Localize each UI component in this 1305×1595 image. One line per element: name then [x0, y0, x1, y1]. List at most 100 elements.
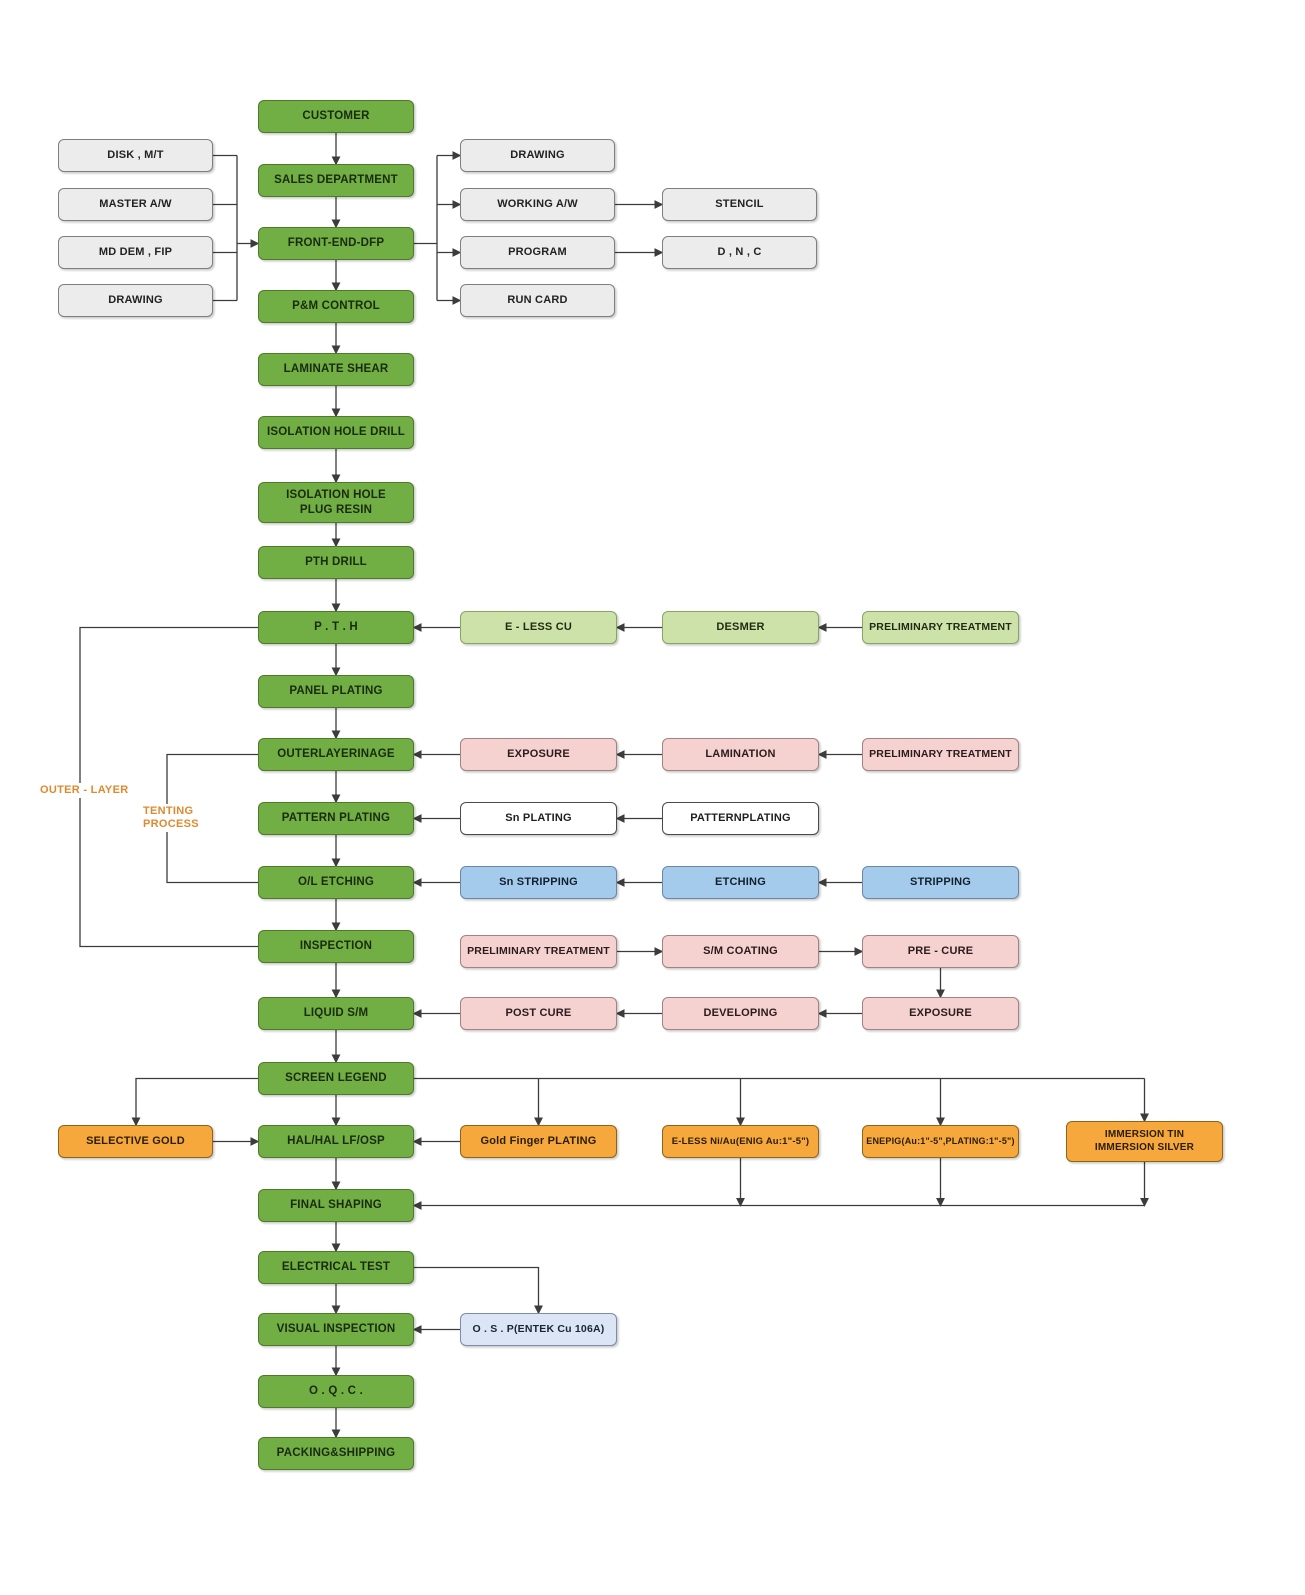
- node-sales: SALES DEPARTMENT: [258, 164, 414, 197]
- node-program: PROGRAM: [460, 236, 615, 269]
- node-label: ENEPIG(Au:1"-5",PLATING:1"-5"): [866, 1135, 1015, 1146]
- node-working-aw: WORKING A/W: [460, 188, 615, 221]
- node-label: ELECTRICAL TEST: [281, 1261, 391, 1274]
- node-label: O . S . P(ENTEK Cu 106A): [472, 1322, 605, 1335]
- node-label: S/M COATING: [703, 944, 778, 957]
- edge-54: [131, 1077, 258, 1127]
- node-stencil: STENCIL: [662, 188, 817, 221]
- node-label: D , N , C: [717, 245, 762, 258]
- node-label: LAMINATE SHEAR: [283, 363, 389, 376]
- annotation-line: PROCESS: [143, 818, 199, 831]
- annotation-line: OUTER - LAYER: [40, 784, 129, 796]
- node-liquid-sm: LIQUID S/M: [258, 997, 414, 1030]
- node-patternplating: PATTERNPLATING: [662, 802, 819, 835]
- node-run-card: RUN CARD: [460, 284, 615, 317]
- node-outerlayer: OUTERLAYERINAGE: [258, 738, 414, 771]
- node-selective-gold: SELECTIVE GOLD: [58, 1125, 213, 1158]
- node-sn-stripping: Sn STRIPPING: [460, 866, 617, 899]
- node-label: VISUAL INSPECTION: [276, 1323, 396, 1336]
- node-panel-plating: PANEL PLATING: [258, 675, 414, 708]
- node-label: HAL/HAL LF/OSP: [287, 1135, 385, 1148]
- node-developing: DEVELOPING: [662, 997, 819, 1030]
- node-pm-control: P&M CONTROL: [258, 290, 414, 323]
- node-label: STENCIL: [715, 197, 764, 210]
- node-label: IMMERSION TIN: [1104, 1129, 1185, 1140]
- annotation-line: TENTING: [143, 805, 194, 817]
- node-label: Sn STRIPPING: [499, 875, 578, 888]
- node-prelim-2: PRELIMINARY TREATMENT: [862, 738, 1019, 771]
- node-label: PACKING&SHIPPING: [276, 1447, 396, 1460]
- node-label: DESMER: [716, 620, 765, 633]
- node-e-less-cu: E - LESS CU: [460, 611, 617, 644]
- node-master-aw: MASTER A/W: [58, 188, 213, 221]
- node-label: ETCHING: [715, 875, 766, 888]
- node-iso-drill: ISOLATION HOLE DRILL: [258, 416, 414, 449]
- node-drawing-left: DRAWING: [58, 284, 213, 317]
- node-label: PRELIMINARY TREATMENT: [869, 747, 1012, 760]
- node-dnc: D , N , C: [662, 236, 817, 269]
- node-label: O . Q . C .: [309, 1385, 363, 1398]
- node-label: OUTERLAYERINAGE: [277, 748, 395, 761]
- node-electrical: ELECTRICAL TEST: [258, 1251, 414, 1284]
- node-sn-plating: Sn PLATING: [460, 802, 617, 835]
- edge-66: [414, 1266, 544, 1315]
- node-exposure-2: EXPOSURE: [862, 997, 1019, 1030]
- node-inspection: INSPECTION: [258, 930, 414, 963]
- node-label: WORKING A/W: [497, 197, 578, 210]
- node-label: FRONT-END-DFP: [287, 237, 385, 250]
- node-pth: P . T . H: [258, 611, 414, 644]
- node-stripping: STRIPPING: [862, 866, 1019, 899]
- node-label: POST CURE: [505, 1006, 572, 1019]
- node-label: PLUG RESIN: [299, 503, 373, 516]
- node-label: E - LESS CU: [505, 620, 572, 633]
- node-e-less-ni-au: E-LESS Ni/Au(ENIG Au:1"-5"): [662, 1125, 819, 1158]
- node-gold-finger: Gold Finger PLATING: [460, 1125, 617, 1158]
- node-label: PATTERN PLATING: [281, 812, 391, 825]
- node-label: CUSTOMER: [302, 110, 370, 123]
- node-label: EXPOSURE: [909, 1006, 972, 1019]
- node-label: PRELIMINARY TREATMENT: [869, 620, 1012, 633]
- node-drawing-right: DRAWING: [460, 139, 615, 172]
- node-sm-coating: S/M COATING: [662, 935, 819, 968]
- node-desmer: DESMER: [662, 611, 819, 644]
- node-label: EXPOSURE: [507, 747, 570, 760]
- node-label: MASTER A/W: [99, 197, 172, 210]
- node-pre-cure: PRE - CURE: [862, 935, 1019, 968]
- node-post-cure: POST CURE: [460, 997, 617, 1030]
- node-label: LAMINATION: [705, 747, 776, 760]
- node-disk-mt: DISK , M/T: [58, 139, 213, 172]
- node-exposure-1: EXPOSURE: [460, 738, 617, 771]
- node-md-dem-fip: MD DEM , FIP: [58, 236, 213, 269]
- node-etching: ETCHING: [662, 866, 819, 899]
- node-label: E-LESS Ni/Au(ENIG Au:1"-5"): [671, 1135, 810, 1147]
- node-hal: HAL/HAL LF/OSP: [258, 1125, 414, 1158]
- outer-layer-label: OUTER - LAYER: [38, 783, 131, 799]
- node-enepig: ENEPIG(Au:1"-5",PLATING:1"-5"): [862, 1125, 1019, 1158]
- node-label: PANEL PLATING: [289, 685, 383, 698]
- node-label: PRELIMINARY TREATMENT: [467, 944, 610, 957]
- node-customer: CUSTOMER: [258, 100, 414, 133]
- node-label: DISK , M/T: [107, 148, 164, 161]
- node-label: SCREEN LEGEND: [285, 1072, 387, 1085]
- node-pth-drill: PTH DRILL: [258, 546, 414, 579]
- node-prelim-1: PRELIMINARY TREATMENT: [862, 611, 1019, 644]
- node-label: LIQUID S/M: [303, 1007, 369, 1020]
- node-oqc: O . Q . C .: [258, 1375, 414, 1408]
- node-packing: PACKING&SHIPPING: [258, 1437, 414, 1470]
- node-screen-legend: SCREEN LEGEND: [258, 1062, 414, 1095]
- node-label: INSPECTION: [299, 940, 373, 953]
- node-pattern-plating: PATTERN PLATING: [258, 802, 414, 835]
- node-label: ISOLATION HOLE DRILL: [267, 426, 405, 439]
- node-laminate: LAMINATE SHEAR: [258, 353, 414, 386]
- node-label: ISOLATION HOLE: [286, 489, 386, 502]
- node-lamination: LAMINATION: [662, 738, 819, 771]
- node-label: SALES DEPARTMENT: [274, 174, 398, 187]
- node-label: PTH DRILL: [305, 556, 367, 569]
- node-label: P&M CONTROL: [292, 300, 380, 313]
- node-label: DRAWING: [108, 293, 163, 306]
- node-final-shaping: FINAL SHAPING: [258, 1189, 414, 1222]
- node-label: DRAWING: [510, 148, 565, 161]
